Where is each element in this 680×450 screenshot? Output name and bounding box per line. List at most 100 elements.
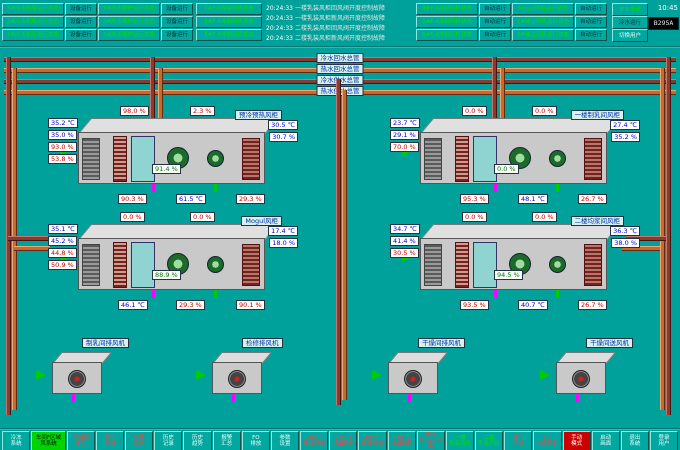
water-system-button[interactable]: 丰水系统 xyxy=(612,3,648,16)
device-status-button[interactable]: 2#F-4排烟风机状态 xyxy=(196,16,262,28)
ahu-floor1-milk: 一楼制乳间风柜 23.7 ℃29.1 %70.0 %0.0 %0.0 %0.0 … xyxy=(390,106,640,206)
readout-left3: 30.5 % xyxy=(390,248,419,258)
return-fan-icon xyxy=(549,150,566,167)
status-indicator: 自动运行 xyxy=(575,29,607,41)
status-tick xyxy=(556,290,559,298)
water-mode-button[interactable]: 冷水运行 xyxy=(612,16,648,29)
footer-button[interactable]: 一楼 乳装风柜 xyxy=(446,431,474,450)
device-status-button[interactable]: 3#F-4排烟风机状态 xyxy=(196,29,262,41)
drain-tick xyxy=(494,184,497,192)
footer-button[interactable]: 报警 汇总 xyxy=(213,431,241,450)
device-status-button[interactable]: 3#热水锅炉运行状态 xyxy=(98,29,160,41)
readout-left3: 44.8 % xyxy=(48,248,77,258)
device-status-button[interactable]: Mogul风柜运行状态 xyxy=(512,3,574,15)
clock: 10:45 xyxy=(650,4,678,12)
device-status-button[interactable]: 5#F-4排烟风机状态 xyxy=(416,16,478,28)
ahu-label: 二楼均浆间风柜 xyxy=(571,216,625,226)
footer-button[interactable]: 二楼 乳装风柜 xyxy=(475,431,503,450)
cooling-coil xyxy=(131,242,155,288)
airflow-arrow-icon xyxy=(540,370,550,380)
readout-left1: 35.1 ℃ xyxy=(48,224,78,234)
cooling-coil xyxy=(131,136,155,182)
filter-section xyxy=(113,136,127,182)
footer-button[interactable]: 制冷 机组 xyxy=(96,431,124,450)
status-indicator: 自动运行 xyxy=(479,3,511,15)
device-status-button[interactable]: 2#冷水机组运行状态 xyxy=(2,16,64,28)
alarm-row[interactable]: 20:24:33二楼乳装风柜回风阀开度控制故障 xyxy=(266,24,412,34)
device-status-button[interactable]: 1#捕尘风机运行状态 xyxy=(512,16,574,28)
device-status-button[interactable]: 2#热水锅炉运行状态 xyxy=(98,16,160,28)
alarm-message: 一楼乳装风柜回风阀开度控制故障 xyxy=(295,4,385,14)
footer-button[interactable]: 1#F-4 排烟风机 xyxy=(300,431,328,450)
readout-left1: 35.2 ℃ xyxy=(48,118,78,128)
device-status-button[interactable]: 1#F-4排烟风机状态 xyxy=(196,3,262,15)
switch-user-button[interactable]: 切换用户 xyxy=(612,29,648,42)
status-indicator: 设备运行 xyxy=(161,3,193,15)
device-status-button[interactable]: 6#F-4排烟风机状态 xyxy=(416,29,478,41)
ahu-mogul: Mogul风柜 35.1 ℃45.2 %44.8 %50.9 %0.0 %0.0… xyxy=(48,212,298,312)
footer-button[interactable]: FO 排放 xyxy=(242,431,270,450)
device-status-button[interactable]: 4#F-4排烟风机状态 xyxy=(416,3,478,15)
readout-top2: 2.3 % xyxy=(190,106,215,116)
footer-button[interactable]: 干燥间 排风 xyxy=(67,431,95,450)
readout-bottom3: 90.1 % xyxy=(236,300,265,310)
cooling-coil xyxy=(473,242,497,288)
footer-button[interactable]: 4#F-4 排烟风机 xyxy=(388,431,416,450)
readout-left1: 23.7 ℃ xyxy=(390,118,420,128)
ahu-precool-preheat: 预冷预热风柜 35.2 ℃35.0 %93.0 %53.8 %98.0 %2.3… xyxy=(48,106,298,206)
readout-left2: 35.0 % xyxy=(48,130,77,140)
footer-button[interactable]: 预冷 Mogul风柜 xyxy=(417,431,445,450)
status-indicator: 设备运行 xyxy=(161,16,193,28)
footer-button[interactable]: 历史 趋势 xyxy=(183,431,211,450)
footer-button[interactable]: 参数 设置 xyxy=(271,431,299,450)
device-status-button[interactable]: 3#冷水机组运行状态 xyxy=(2,3,64,15)
alarm-list[interactable]: 20:24:33一楼乳装风柜回风阀开度控制故障20:24:33一楼乳装风柜新风阀… xyxy=(266,4,412,44)
status-indicator: 设备运行 xyxy=(65,29,97,41)
footer-button[interactable]: 2#F-4 排烟风机 xyxy=(329,431,357,450)
drain-tick xyxy=(494,290,497,298)
alarm-row[interactable]: 20:24:33一楼乳装风柜回风阀开度控制故障 xyxy=(266,4,412,14)
readout-right1: 27.4 ℃ xyxy=(610,120,640,130)
readout-right1: 30.5 ℃ xyxy=(268,120,298,130)
footer-button[interactable]: 启动 画面 xyxy=(592,431,620,450)
readout-right2: 30.7 % xyxy=(269,132,298,142)
alarm-row[interactable]: 20:24:33二楼乳装风柜新风阀开度控制故障 xyxy=(266,34,412,44)
footer-button[interactable]: 历史 记录 xyxy=(154,431,182,450)
alarm-message: 二楼乳装风柜回风阀开度控制故障 xyxy=(295,24,385,34)
return-fan-icon xyxy=(207,256,224,273)
fan-box xyxy=(388,362,438,394)
device-status-button[interactable]: 1#冷水机组运行状态 xyxy=(2,29,64,41)
footer-nav-bar: 冷冻 系统车间F区域 风系统干燥间 排风制冷 机组检修 汇总历史 记录历史 趋势… xyxy=(0,428,680,450)
footer-button[interactable]: 捕尘 风机 xyxy=(504,431,532,450)
exhaust-fan-label: 干燥间排风机 xyxy=(418,338,465,348)
right-trunk-cold-pipe xyxy=(666,57,671,415)
alarm-time: 20:24:33 xyxy=(266,4,292,14)
status-tick xyxy=(214,184,217,192)
device-status-button[interactable]: 1#热水锅炉运行状态 xyxy=(98,3,160,15)
footer-button[interactable]: 手动 模式 xyxy=(563,431,591,450)
alarm-row[interactable]: 20:24:33一楼乳装风柜新风阀开度控制故障 xyxy=(266,14,412,24)
status-indicator: 自动运行 xyxy=(479,29,511,41)
footer-button[interactable]: 检修 汇总 xyxy=(125,431,153,450)
readout-left4: 53.8 % xyxy=(48,154,77,164)
status-indicator: 自动运行 xyxy=(479,16,511,28)
ahu-floor2-slurry: 二楼均浆间风柜 34.7 ℃41.4 %30.5 %0.0 %0.0 %94.5… xyxy=(390,212,640,312)
readout-bottom3: 26.7 % xyxy=(578,194,607,204)
ahu-label: Mogul风柜 xyxy=(241,216,282,226)
device-status-button[interactable]: 2#捕尘风机运行状态 xyxy=(512,29,574,41)
readout-fan: 94.5 % xyxy=(494,270,523,280)
footer-button[interactable]: 登录 用户 xyxy=(650,431,678,450)
footer-button[interactable]: 冷冻 系统 xyxy=(2,431,30,450)
status-indicator: 设备运行 xyxy=(65,3,97,15)
lcd-code-display: B295A xyxy=(648,17,679,30)
readout-top2: 0.0 % xyxy=(532,212,557,222)
footer-button[interactable]: 4℃ 冷库风机 xyxy=(533,431,561,450)
footer-button[interactable]: 车间F区域 风系统 xyxy=(31,431,66,450)
readout-right1: 36.3 ℃ xyxy=(610,226,640,236)
header-right-grid: 4#F-4排烟风机状态自动运行Mogul风柜运行状态自动运行5#F-4排烟风机状… xyxy=(416,3,607,41)
readout-fan: 88.9 % xyxy=(152,270,181,280)
footer-button[interactable]: 3#F-4 排烟风机 xyxy=(358,431,386,450)
pipe-label-chw-return: 冷水回水总管 xyxy=(317,53,364,63)
footer-button[interactable]: 退出 系统 xyxy=(621,431,649,450)
